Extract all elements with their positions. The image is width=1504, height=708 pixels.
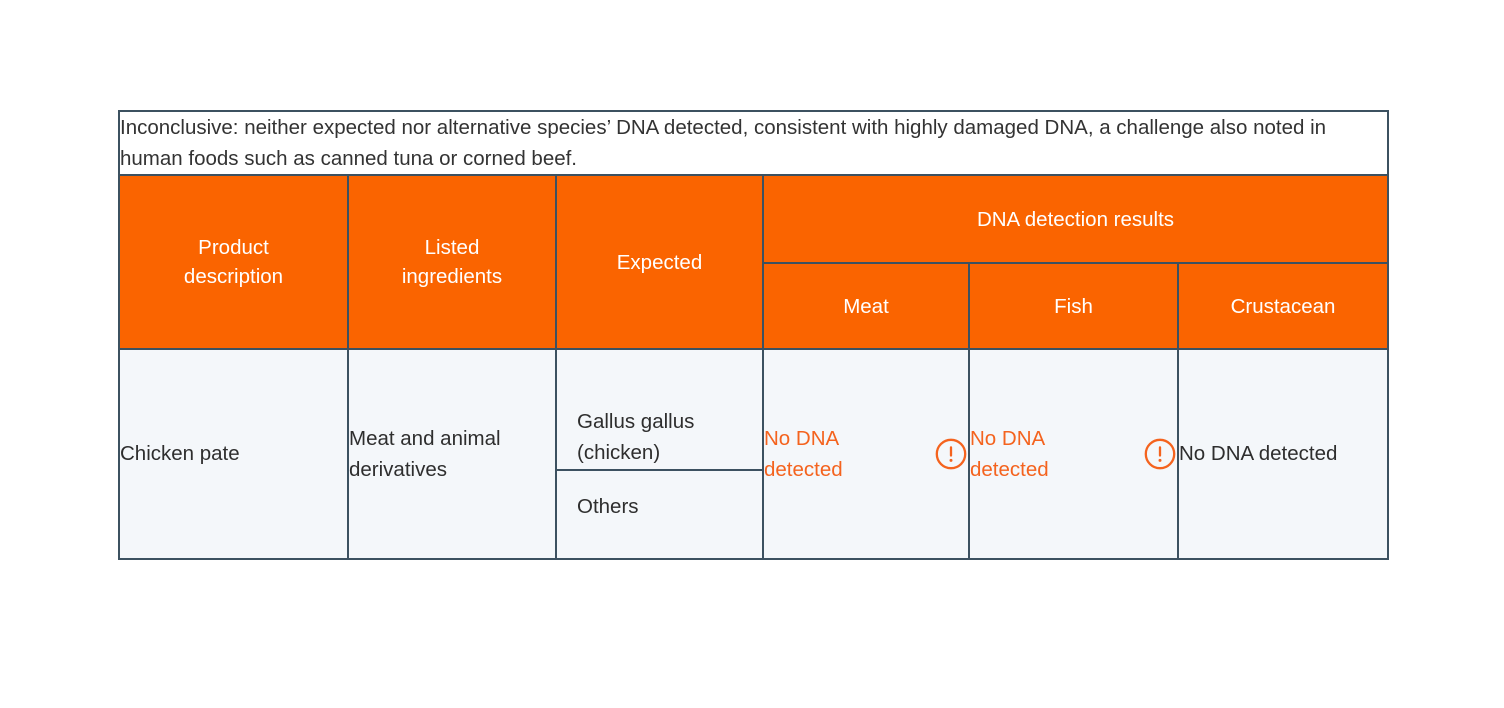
column-header-listed-ingredients: Listed ingredients	[347, 174, 557, 351]
expected-sub-row-others: Others	[557, 470, 762, 523]
cell-listed-ingredients: Meat and animal derivatives	[347, 348, 557, 561]
column-header-meat: Meat	[762, 262, 970, 351]
cell-result-crustacean: No DNA detected	[1176, 348, 1390, 561]
expected-others-value: Others	[557, 470, 762, 523]
result-meat-wrapper: No DNA detected	[764, 423, 968, 487]
result-fish-text: No DNA detected	[970, 426, 1049, 482]
expected-species-value: Gallus gallus (chicken)	[557, 385, 762, 472]
result-crustacean-wrapper: No DNA detected	[1179, 438, 1387, 470]
column-header-expected: Expected	[555, 174, 764, 351]
alert-circle-icon	[1144, 438, 1176, 470]
result-fish-wrapper: No DNA detected	[970, 423, 1177, 487]
table-row: Chicken pate Meat and animal derivatives…	[118, 348, 1390, 561]
column-header-fish: Fish	[968, 262, 1179, 351]
column-header-product-description: Product description	[118, 174, 349, 351]
result-crustacean-text: No DNA detected	[1179, 442, 1338, 466]
dna-detection-table: Inconclusive: neither expected nor alter…	[117, 109, 1390, 561]
column-header-crustacean: Crustacean	[1176, 262, 1390, 351]
column-header-dna-detection-results: DNA detection results	[761, 174, 1390, 265]
cell-product-description: Chicken pate	[118, 348, 349, 561]
inconclusive-caption: Inconclusive: neither expected nor alter…	[117, 109, 1390, 177]
cell-result-fish: No DNA detected	[968, 348, 1179, 561]
result-meat-text: No DNA detected	[764, 426, 843, 482]
table-header-row-secondary: Meat Fish Crustacean	[119, 262, 1390, 351]
expected-sub-table: Gallus gallus (chicken) Others	[557, 385, 762, 523]
table-caption-row: Inconclusive: neither expected nor alter…	[117, 109, 1390, 177]
cell-expected: Gallus gallus (chicken) Others	[555, 348, 764, 561]
alert-circle-icon	[935, 438, 967, 470]
cell-result-meat: No DNA detected	[762, 348, 970, 561]
expected-sub-row-species: Gallus gallus (chicken)	[557, 385, 762, 472]
table-header-row-primary: Product description Listed ingredients E…	[118, 174, 1390, 351]
